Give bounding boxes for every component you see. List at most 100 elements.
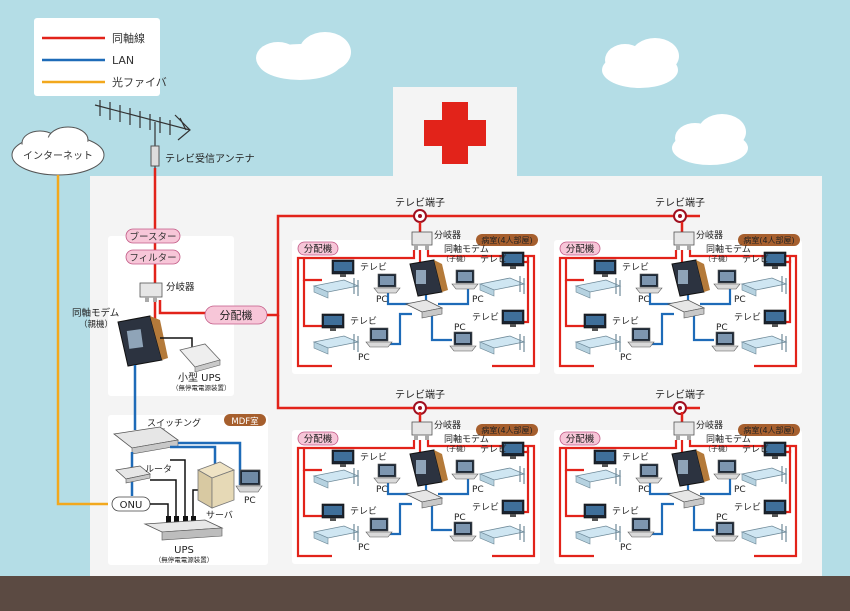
bed-icon [478,466,526,487]
pc-label: PC [734,485,746,495]
lan-hub-to-server [170,445,217,468]
ward-tag: 病室(4人部屋) [738,234,800,246]
lan-to-pc-4 [430,314,452,342]
headend-splitter-icon [139,282,163,302]
bed-icon [478,334,526,355]
room-hub-icon [404,299,444,319]
tv-icon [763,441,787,459]
coax-trunk-upper [267,214,700,317]
hub-label-1: スイッチング [147,417,201,429]
tv-label: テレビ [734,502,761,513]
onu-label: ONU [120,500,143,511]
coax-room-bus-left [558,250,678,368]
child-modem-label-2: （子機） [704,444,732,453]
room-distributor-box: 分配機 [559,241,601,256]
mdf-pc-label: PC [244,496,256,506]
lan-to-pc-4 [692,504,714,532]
rack-ups-icon [143,519,224,541]
pc-label: PC [734,295,746,305]
filter-label: フィルター [129,253,176,264]
ward-tag-label: 病室(4人部屋) [481,425,532,435]
tv-terminal-pin-icon [678,214,682,218]
pc-label: PC [454,513,466,523]
bed-icon [740,334,788,355]
room-distributor-label: 分配機 [304,243,333,255]
ground [0,576,850,611]
room-splitter-label: 分岐器 [696,419,723,431]
child-coax-modem-icon [409,449,448,487]
tv-label: テレビ [742,444,769,455]
coax-to-tv-2 [302,470,322,518]
ward-tag: 病室(4人部屋) [738,424,800,436]
child-modem-label-1: 同軸モデム [444,433,489,445]
power-cable [160,337,193,350]
pc-label: PC [358,353,370,363]
tv-terminal-label: テレビ端子 [395,196,445,209]
room-splitter-label: 分岐器 [696,229,723,241]
pc-label: PC [638,295,650,305]
ward-tag-label: 病室(4人部屋) [743,235,794,245]
child-modem-label-1: 同軸モデム [444,243,489,255]
pc-icon [713,459,741,480]
child-coax-modem-icon [671,449,710,487]
small-ups-icon [179,343,221,373]
lan-to-pc-3 [386,502,412,536]
coax-trunk-lower [276,315,700,410]
tv-terminal-3: テレビ端子 [395,388,445,415]
headend-splitter-label: 分岐器 [166,281,195,293]
legend-label-coax: 同軸線 [112,31,145,45]
router-label: ルータ [145,464,172,475]
small-ups-sub-label: （無停電電源装置） [172,383,231,392]
lan-to-pc-3 [386,312,412,346]
main-distributor-box: 分配機 [204,305,268,325]
tv-terminal-4: テレビ端子 [655,388,705,415]
child-modem-label-1: 同軸モデム [706,433,751,445]
bed-icon [740,524,788,545]
parent-modem-label-2: （親機） [79,319,113,330]
child-modem-label-2: （子機） [704,254,732,263]
bed-icon [740,276,788,297]
tv-icon [331,449,355,467]
tv-terminal-label: テレビ端子 [655,196,705,209]
room-splitter-icon [411,231,433,250]
tv-label: テレビ [742,254,769,265]
legend-label-fiber: 光ファイバ [112,75,167,89]
tv-label: テレビ [734,312,761,323]
child-coax-modem-icon [671,259,710,297]
tv-label: テレビ [612,316,639,327]
child-modem-label-2: （子機） [442,444,470,453]
tv-icon [593,259,617,277]
tv-icon [583,313,607,331]
room-distributor-label: 分配機 [304,433,333,445]
tv-icon [331,259,355,277]
pc-label: PC [376,295,388,305]
plug-icons [166,516,196,523]
pc-icon [635,273,663,294]
pc-label: PC [620,543,632,553]
cloud-decoration [256,32,748,165]
tv-icon [501,309,525,327]
server-label: サーバ [206,510,233,521]
coax-room-bus-left [558,440,678,558]
booster-label-box: ブースター [125,228,181,244]
lan-to-pc-3 [648,312,674,346]
pc-icon [449,331,477,352]
coax-to-distributor [158,300,205,315]
legend: 同軸線 LAN 光ファイバ [34,18,167,96]
pc-icon [373,463,401,484]
tv-icon [763,499,787,517]
bed-icon [312,524,360,545]
bed-icon [574,468,622,489]
ward-tag-label: 病室(4人部屋) [743,425,794,435]
lan-to-pc-2 [700,478,732,496]
ups-sub-label: （無停電電源装置） [155,555,214,564]
coax-room-bus-right [688,440,798,558]
tv-icon [321,503,345,521]
room-splitter-label: 分岐器 [434,419,461,431]
router-icon [115,465,151,484]
pc-icon [711,521,739,542]
room-distributor-box: 分配機 [297,241,339,256]
